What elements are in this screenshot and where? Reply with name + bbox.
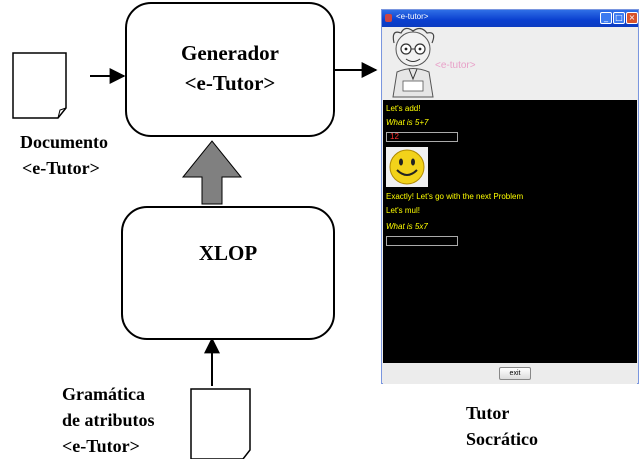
app-icon [385, 14, 392, 22]
xlop-box: XLOP [121, 206, 335, 340]
generator-box: Generador <e-Tutor> [125, 2, 335, 137]
logo-text: <e-tutor> [435, 60, 476, 71]
close-icon[interactable]: × [626, 12, 638, 24]
gramatica-caption-line1: Gramática [62, 384, 145, 404]
document-page-icon [12, 52, 67, 119]
tutor-window: <e-tutor> _ □ × <e-tutor> Let's add! Wha… [381, 9, 639, 384]
tutor-caption: Tutor Socrático [466, 400, 538, 452]
xlop-title: XLOP [198, 241, 258, 265]
add-prompt: Let's add! [386, 104, 421, 113]
generator-title-line1: Generador [181, 41, 279, 65]
tutor-caption-line1: Tutor [466, 403, 510, 423]
question-2: What is 5x7 [386, 222, 428, 231]
window-title: <e-tutor> [396, 12, 429, 21]
documento-caption-line2: <e-Tutor> [22, 158, 100, 178]
gramatica-caption-line2: de atributos [62, 410, 155, 430]
minimize-icon[interactable]: _ [600, 12, 612, 24]
documento-caption: Documento <e-Tutor> [20, 131, 108, 179]
gramatica-caption: Gramática de atributos <e-Tutor> [62, 381, 155, 459]
gramatica-caption-line3: <e-Tutor> [62, 436, 140, 456]
documento-caption-line1: Documento [20, 132, 108, 152]
maximize-icon[interactable]: □ [613, 12, 625, 24]
window-titlebar: <e-tutor> _ □ × [382, 10, 638, 27]
answer-1-input[interactable]: 12 [386, 132, 458, 142]
question-1: What is 5+7 [386, 118, 429, 127]
feedback-text: Exactly! Let's go with the next Problem [386, 192, 524, 201]
tutor-caption-line2: Socrático [466, 429, 538, 449]
arrow-xlop-to-generator [181, 140, 243, 205]
professor-logo-icon [392, 27, 435, 98]
mul-prompt: Let's mul! [386, 206, 420, 215]
smiley-icon [386, 147, 428, 187]
generator-title-line2: <e-Tutor> [184, 71, 276, 95]
grammar-page-icon [190, 388, 251, 459]
exit-button[interactable]: exit [499, 367, 531, 380]
window-footer: exit [383, 363, 637, 384]
answer-2-input[interactable] [386, 236, 458, 246]
tutor-content-area: Let's add! What is 5+7 12 Exactly! Let's… [383, 100, 637, 363]
header-panel: <e-tutor> [383, 27, 637, 100]
